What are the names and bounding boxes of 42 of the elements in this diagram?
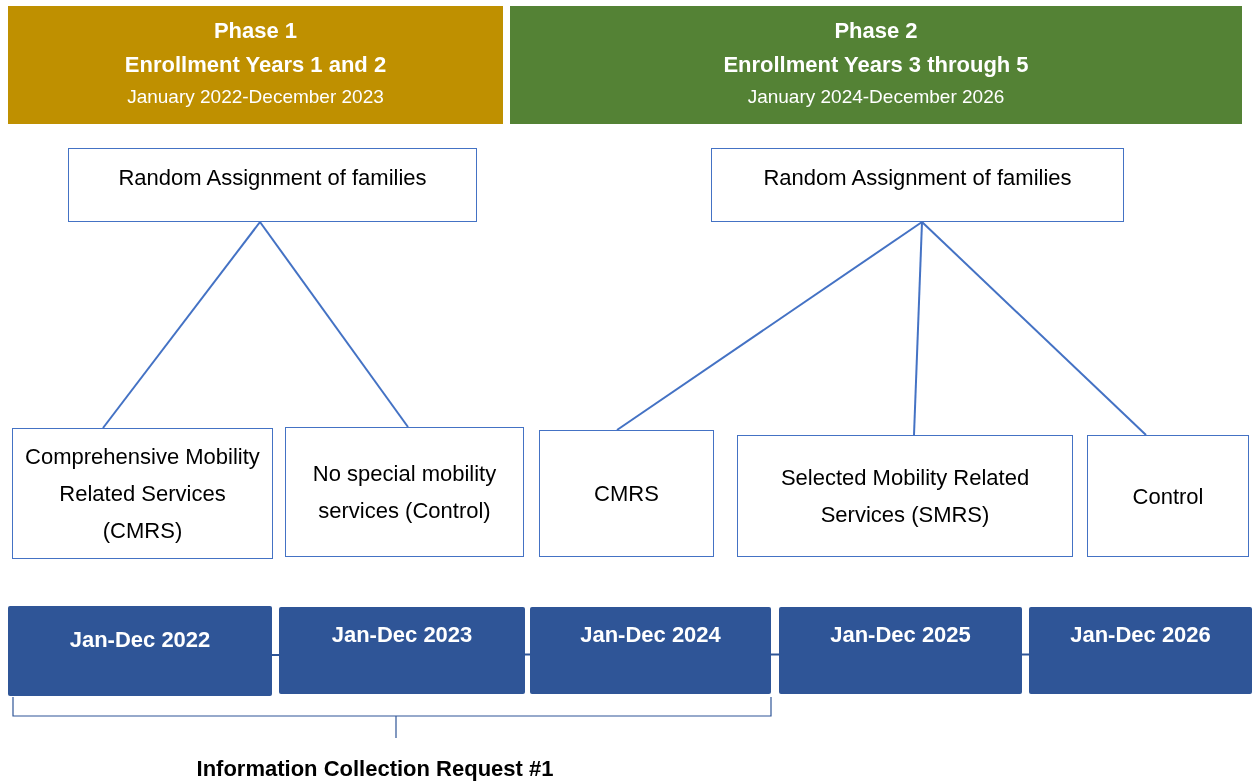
- box-label: Control: [1132, 482, 1204, 511]
- connector-line: [1021, 653, 1030, 656]
- year-label: Jan-Dec 2022: [69, 626, 211, 654]
- connector-line: [271, 654, 280, 656]
- process-box: [1087, 435, 1249, 557]
- process-box: [12, 428, 273, 559]
- connector-line: [913, 221, 923, 436]
- phase-heading: Phase 2: [834, 17, 918, 45]
- phase-heading: Enrollment Years 1 and 2: [124, 51, 387, 79]
- date-range: January 2024-December 2026: [747, 85, 1005, 109]
- timeline-bar: [1029, 607, 1252, 694]
- process-box: [711, 148, 1124, 222]
- process-box: [737, 435, 1073, 557]
- process-box: [68, 148, 477, 222]
- process-box: [285, 427, 524, 557]
- year-label: Jan-Dec 2025: [830, 621, 971, 649]
- phase-banner: [8, 6, 503, 124]
- bracket-label: Information Collection Request #1: [195, 755, 555, 783]
- process-box: [539, 430, 714, 557]
- connector-line: [616, 221, 923, 431]
- box-label: Comprehensive Mobility Related Services (CMRS): [24, 443, 261, 545]
- timeline-bar: [8, 606, 272, 696]
- connector-line: [524, 653, 531, 656]
- timeline-bar: [779, 607, 1022, 694]
- box-label: Random Assignment of families: [118, 164, 427, 192]
- phase-heading: Enrollment Years 3 through 5: [723, 51, 1029, 79]
- connector-line: [921, 221, 1147, 436]
- box-label: Selected Mobility Related Services (SMRS): [779, 464, 1031, 529]
- year-label: Jan-Dec 2024: [580, 621, 721, 649]
- box-label: Random Assignment of families: [763, 164, 1072, 192]
- timeline-bar: [279, 607, 525, 694]
- date-range: January 2022-December 2023: [127, 85, 384, 109]
- connector-line: [259, 221, 409, 428]
- timeline-bar: [530, 607, 771, 694]
- box-label: No special mobility services (Control): [311, 460, 498, 525]
- year-label: Jan-Dec 2023: [331, 621, 473, 649]
- connector-line: [102, 221, 261, 429]
- connector-line: [770, 653, 780, 656]
- box-label: CMRS: [594, 480, 659, 508]
- year-label: Jan-Dec 2026: [1070, 621, 1211, 649]
- phase-banner: [510, 6, 1242, 124]
- phase-heading: Phase 1: [213, 17, 298, 45]
